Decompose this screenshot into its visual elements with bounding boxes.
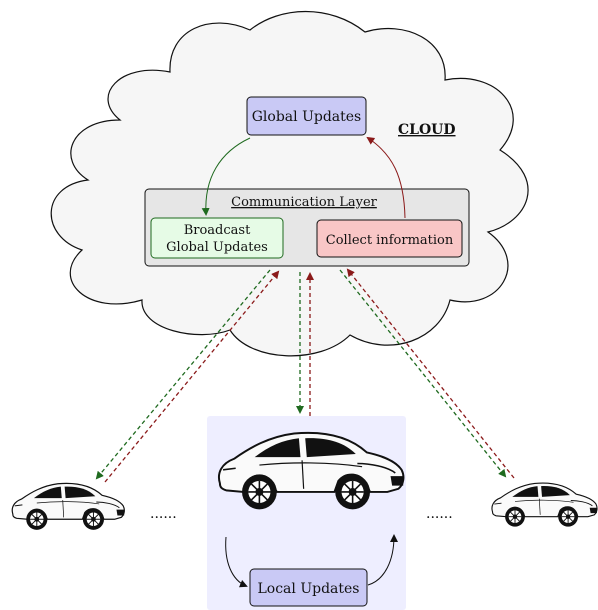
collect-to-global-arrow — [366, 136, 406, 219]
global-to-broadcast-arrow — [201, 137, 251, 216]
communication-layer-label: Communication Layer — [231, 195, 377, 210]
cloud-shape — [50, 10, 529, 357]
broadcast-label-line1: Broadcast — [184, 223, 251, 238]
global-updates-box — [246, 96, 367, 136]
left-car-icon — [11, 482, 125, 531]
broadcast-box — [150, 217, 284, 259]
cloud-label: CLOUD — [398, 122, 456, 138]
local-updates-box — [249, 568, 368, 607]
collect-information-box — [316, 219, 463, 258]
center-link — [296, 272, 314, 416]
local-updates-label: Local Updates — [257, 581, 359, 597]
right-link — [339, 268, 515, 479]
right-car-icon — [491, 482, 598, 528]
local-updates-to-car-arrow — [367, 534, 398, 586]
left-ellipsis: ...... — [150, 506, 177, 522]
left-link — [95, 269, 280, 483]
collect-information-label: Collect information — [326, 233, 454, 248]
broadcast-label-line2: Global Updates — [166, 240, 268, 255]
global-updates-label: Global Updates — [252, 109, 362, 125]
car-to-local-updates-arrow — [225, 536, 248, 588]
right-ellipsis: ...... — [426, 506, 453, 522]
